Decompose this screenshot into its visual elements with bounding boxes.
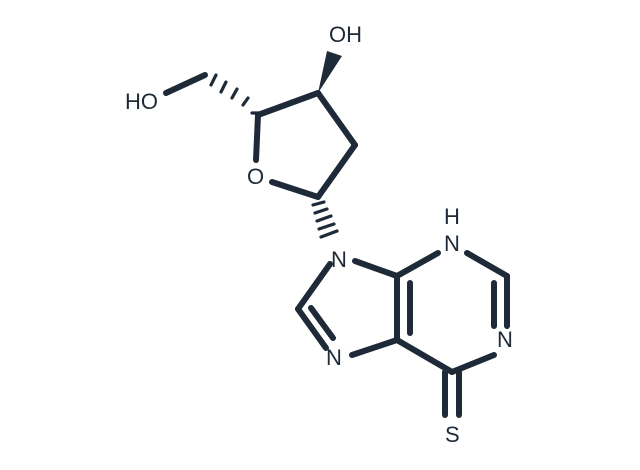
bond-c4-c3 (255, 90, 321, 118)
bond-c6p-c5p (394, 337, 455, 375)
bond-c8-n7-double (308, 305, 336, 341)
label-n9: N (331, 247, 347, 272)
bond-c1-o (269, 179, 321, 200)
hash-c4-c5 (209, 73, 263, 115)
wedge-c3-oh (318, 51, 342, 93)
bond-n3-c2p (464, 250, 510, 279)
bond-layer (163, 51, 510, 418)
label-n7: N (326, 345, 342, 370)
bond-o-c4 (253, 112, 261, 163)
label-n3: N (444, 231, 460, 256)
bond-c2-c1 (315, 142, 358, 200)
label-n1: N (497, 327, 513, 352)
hash-c1-n9 (311, 200, 339, 239)
bond-ho-c5 (163, 72, 208, 96)
label-oh-top: OH (329, 22, 362, 47)
label-ho-left: HO (125, 89, 158, 114)
bond-c8-n9 (295, 261, 333, 312)
bond-c3-c2 (315, 90, 358, 148)
bond-c8-n7 (295, 306, 329, 351)
label-n3-h: H (444, 204, 460, 229)
bond-n9-c4p (352, 258, 400, 279)
bond-c4p-n3 (394, 250, 441, 279)
atom-label-layer: OH HO O N H N N N S (125, 22, 513, 447)
bond-c5p-n7 (349, 337, 400, 358)
label-ring-o: O (247, 164, 264, 189)
label-s: S (445, 422, 460, 447)
